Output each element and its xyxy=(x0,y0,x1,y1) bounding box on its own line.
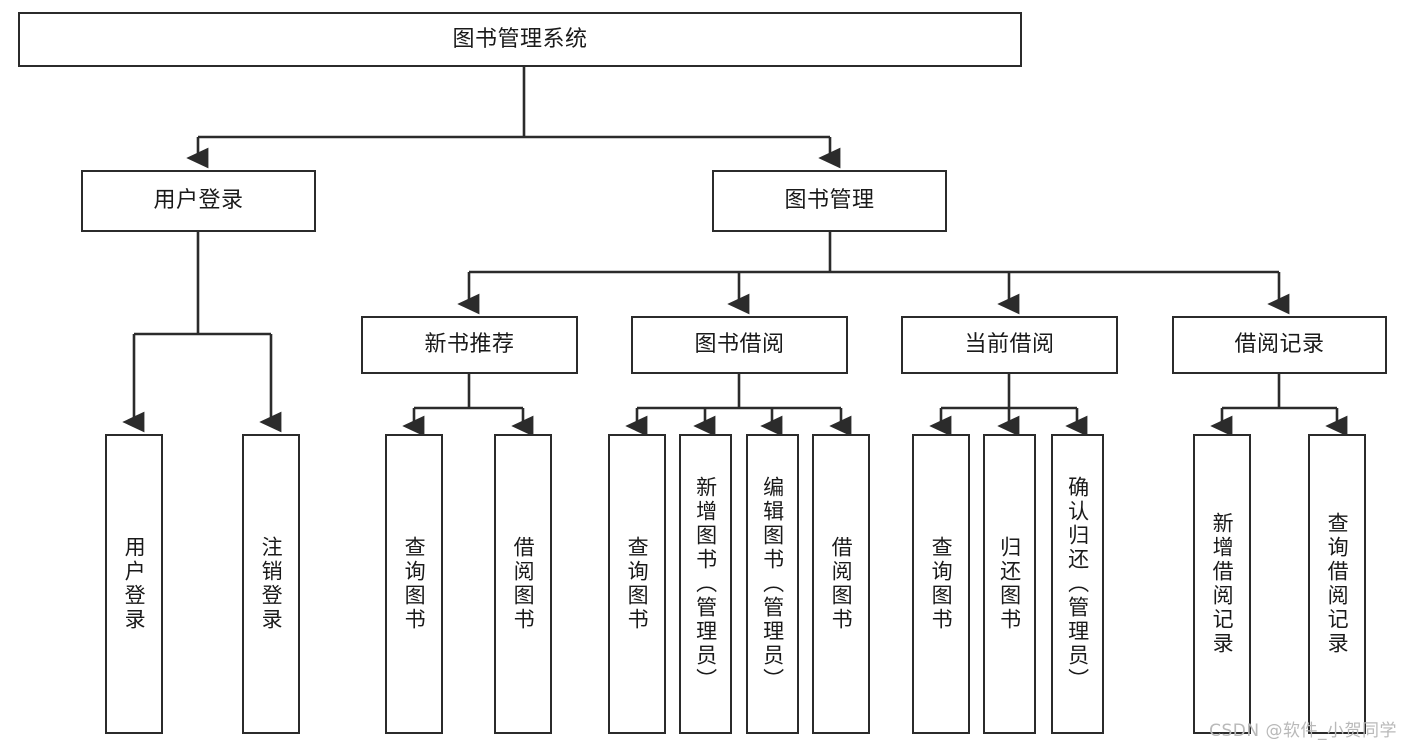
leaf-new-book-borrow[interactable]: 借阅图书 xyxy=(494,434,552,734)
leaf-current-borrow-query-label: 查询图书 xyxy=(929,536,954,632)
leaf-new-book-query[interactable]: 查询图书 xyxy=(385,434,443,734)
leaf-book-borrow-edit[interactable]: 编辑图书（管理员） xyxy=(746,434,799,734)
leaf-book-borrow-borrow-label: 借阅图书 xyxy=(829,536,854,632)
leaf-borrow-record-query-label: 查询借阅记录 xyxy=(1325,512,1350,656)
node-current-borrow-label: 当前借阅 xyxy=(964,332,1055,358)
leaf-current-borrow-query[interactable]: 查询图书 xyxy=(912,434,970,734)
leaf-current-borrow-return-label: 归还图书 xyxy=(997,536,1022,632)
leaf-book-borrow-add[interactable]: 新增图书（管理员） xyxy=(679,434,732,734)
leaf-book-borrow-query[interactable]: 查询图书 xyxy=(608,434,666,734)
leaf-user-login-login[interactable]: 用户登录 xyxy=(105,434,163,734)
node-root-system-label: 图书管理系统 xyxy=(452,26,588,52)
node-current-borrow[interactable]: 当前借阅 xyxy=(901,316,1118,374)
leaf-book-borrow-edit-label: 编辑图书（管理员） xyxy=(760,476,785,692)
node-book-management[interactable]: 图书管理 xyxy=(712,170,947,232)
leaf-new-book-borrow-label: 借阅图书 xyxy=(511,536,536,632)
leaf-new-book-query-label: 查询图书 xyxy=(402,536,427,632)
node-user-login-label: 用户登录 xyxy=(153,188,244,214)
leaf-current-borrow-return[interactable]: 归还图书 xyxy=(983,434,1036,734)
node-new-book-recommend[interactable]: 新书推荐 xyxy=(361,316,578,374)
leaf-book-borrow-query-label: 查询图书 xyxy=(625,536,650,632)
leaf-user-login-login-label: 用户登录 xyxy=(122,536,147,632)
leaf-user-login-logout-label: 注销登录 xyxy=(259,536,284,632)
node-borrow-record[interactable]: 借阅记录 xyxy=(1172,316,1387,374)
node-book-management-label: 图书管理 xyxy=(784,188,875,214)
node-root-system[interactable]: 图书管理系统 xyxy=(18,12,1022,67)
node-new-book-recommend-label: 新书推荐 xyxy=(424,332,515,358)
leaf-current-borrow-confirm[interactable]: 确认归还（管理员） xyxy=(1051,434,1104,734)
leaf-book-borrow-add-label: 新增图书（管理员） xyxy=(693,476,718,692)
leaf-borrow-record-add[interactable]: 新增借阅记录 xyxy=(1193,434,1251,734)
leaf-current-borrow-confirm-label: 确认归还（管理员） xyxy=(1065,476,1090,692)
node-user-login[interactable]: 用户登录 xyxy=(81,170,316,232)
leaf-borrow-record-add-label: 新增借阅记录 xyxy=(1210,512,1235,656)
node-borrow-record-label: 借阅记录 xyxy=(1234,332,1325,358)
leaf-book-borrow-borrow[interactable]: 借阅图书 xyxy=(812,434,870,734)
leaf-borrow-record-query[interactable]: 查询借阅记录 xyxy=(1308,434,1366,734)
leaf-user-login-logout[interactable]: 注销登录 xyxy=(242,434,300,734)
node-book-borrow-label: 图书借阅 xyxy=(694,332,785,358)
node-book-borrow[interactable]: 图书借阅 xyxy=(631,316,848,374)
